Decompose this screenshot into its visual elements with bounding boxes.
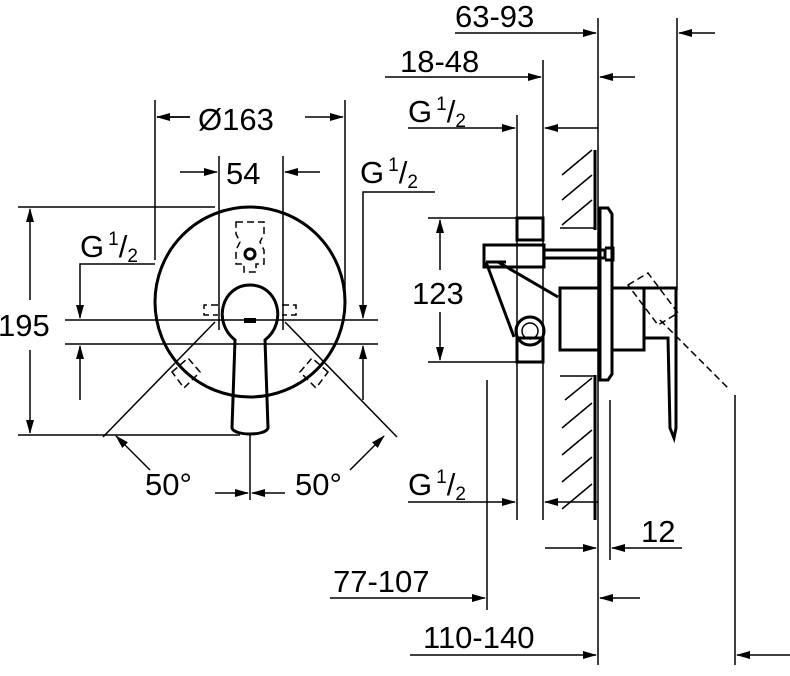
lever-handle: [220, 283, 280, 436]
top-fitting: [515, 216, 545, 242]
diverter-outline: [235, 221, 265, 273]
diameter-label: Ø163: [198, 102, 274, 137]
angle-right-label: 50°: [295, 467, 342, 502]
diverter-spindle: [545, 246, 615, 262]
angle-left-label: 50°: [145, 467, 192, 502]
diverter-knob: [243, 247, 257, 261]
stop-outlines: [203, 304, 297, 316]
plate-label: 12: [641, 514, 675, 549]
handle-right-rotated: [298, 356, 330, 390]
wall-plate: [598, 206, 614, 382]
depth-total-label: 63-93: [455, 0, 534, 34]
spacing-label: 54: [226, 156, 260, 191]
cover-plate: [153, 205, 347, 399]
depth-body-label: 18-48: [400, 44, 479, 79]
valve-body: [558, 286, 602, 352]
height-label: 195: [0, 308, 50, 343]
connector: [482, 243, 546, 269]
height-body-label: 123: [412, 276, 464, 311]
depth-a-label: 77-107: [333, 564, 430, 599]
depth-b-label: 110-140: [423, 620, 534, 655]
handle-left-rotated: [170, 356, 202, 390]
bottom-fitting: [515, 336, 545, 364]
lever-side: [642, 286, 678, 444]
handle-base: [610, 286, 646, 352]
wall-hatch: [560, 149, 597, 520]
lever-rotated: [626, 272, 731, 391]
inlet-port: [514, 315, 546, 347]
bracket: [484, 260, 559, 338]
